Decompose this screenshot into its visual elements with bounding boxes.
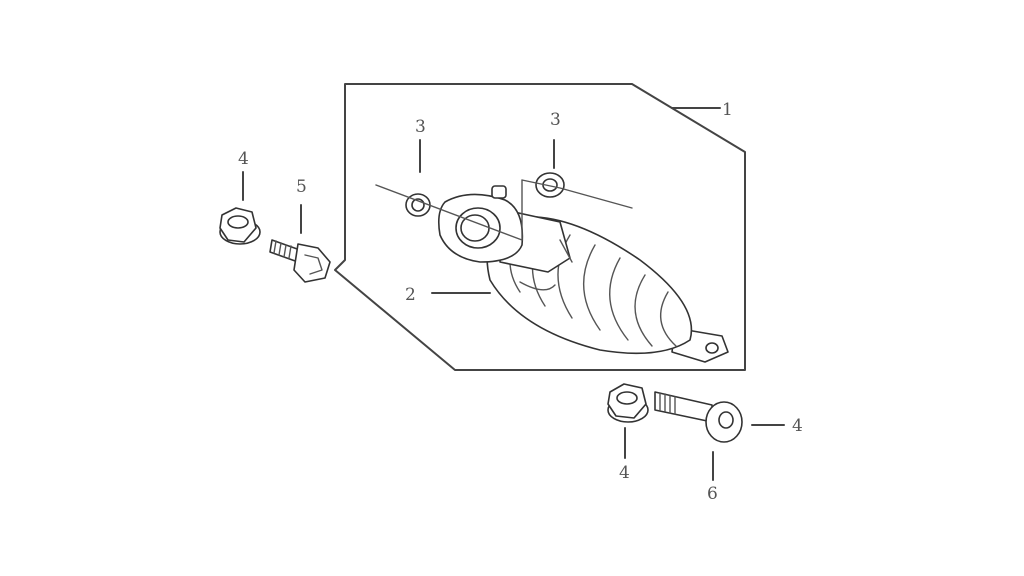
callout-1: 1 — [722, 100, 733, 120]
callout-2: 2 — [405, 285, 416, 305]
callout-4-right: 4 — [792, 416, 803, 436]
shock-absorber — [438, 185, 729, 363]
callout-4-upper-left: 4 — [238, 149, 249, 169]
flange-nut-lower — [607, 383, 649, 423]
bolt-lower — [654, 391, 743, 443]
callout-3-right: 3 — [550, 110, 561, 130]
callout-6: 6 — [707, 484, 718, 504]
callout-5: 5 — [296, 177, 307, 197]
flange-nut-upper-left — [219, 207, 261, 245]
bolt-upper — [269, 239, 331, 283]
callout-4-lower: 4 — [619, 463, 630, 483]
washer-right — [535, 172, 565, 198]
callout-3-left: 3 — [415, 117, 426, 137]
assembly-frame — [334, 83, 746, 371]
washer-left — [405, 193, 431, 217]
